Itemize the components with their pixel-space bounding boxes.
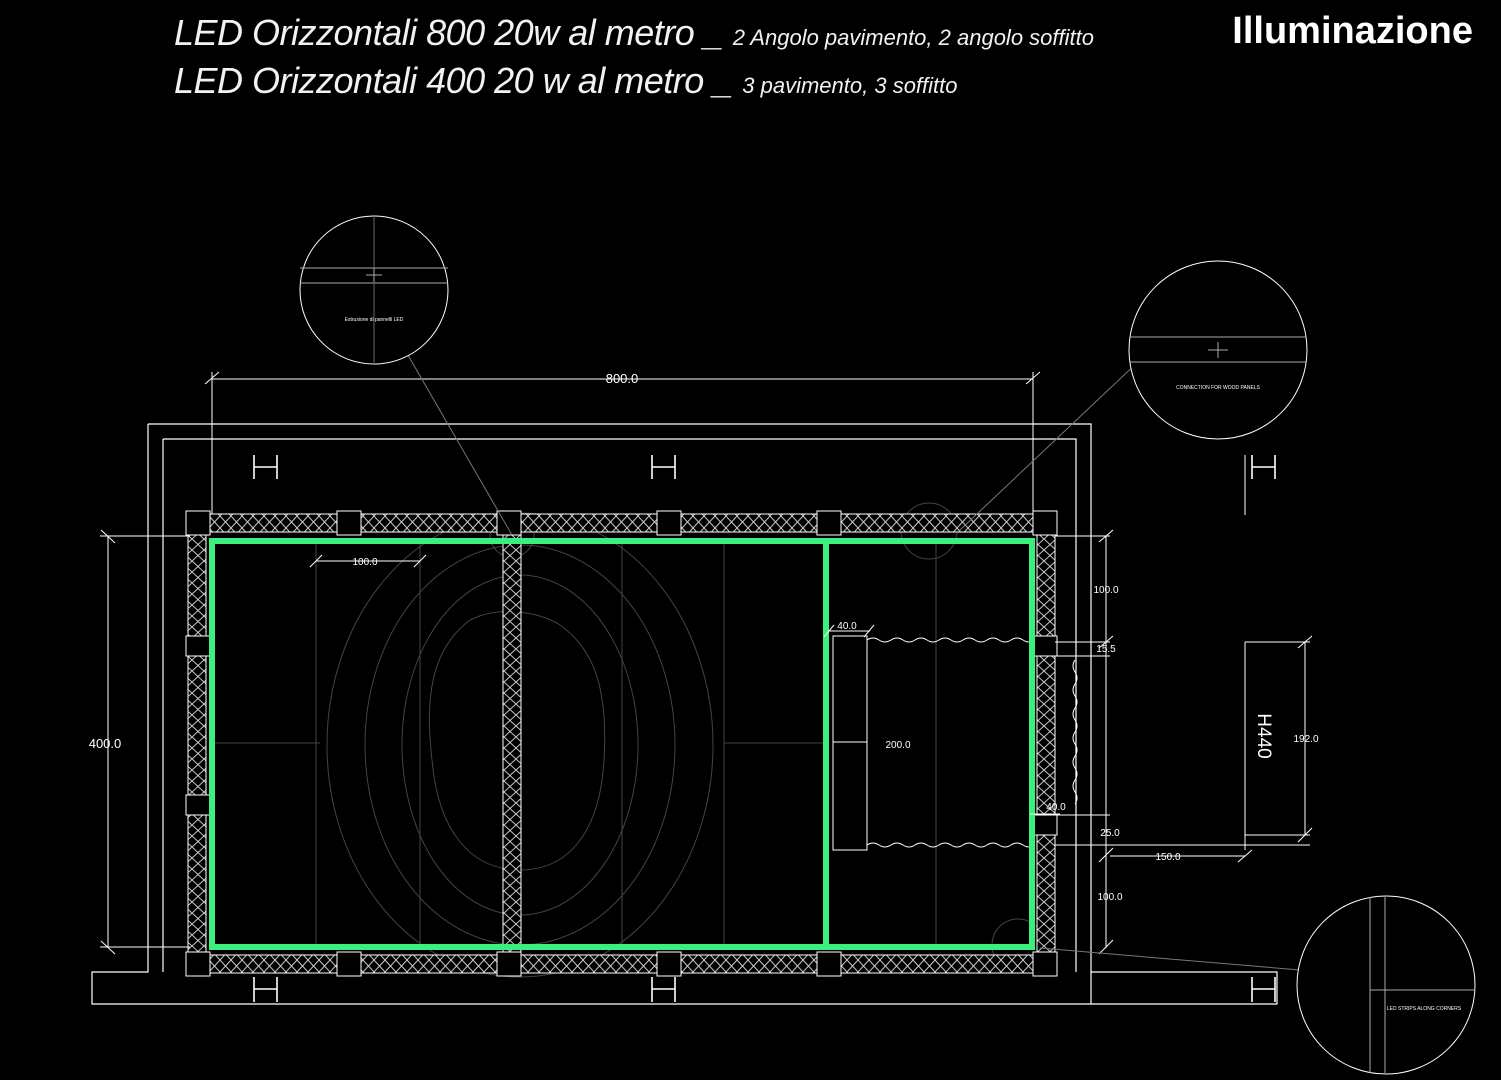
detail-circle-top-left	[299, 215, 449, 365]
header-line-1: LED Orizzontali 800 20w al metro _ 2 Ang…	[174, 12, 1094, 54]
dim-ceiling-height: H440	[1253, 713, 1274, 758]
callout-bottom-right: LED STRIPS ALONG CORNERS	[1387, 1006, 1462, 1012]
header-line-1-main: LED Orizzontali 800 20w al metro _	[174, 12, 733, 53]
header-line-2-main: LED Orizzontali 400 20 w al metro _	[174, 60, 743, 101]
header-line-2: LED Orizzontali 400 20 w al metro _ 3 pa…	[174, 60, 958, 102]
detail-leaders	[404, 349, 1301, 971]
dim-right-small-bottom: 25.0	[1100, 828, 1120, 839]
dimension-labels: 800.0 400.0 100.0 100.0 15.5 25.0 100.0 …	[89, 371, 1319, 903]
led-strips	[209, 538, 1035, 950]
callout-labels: Estrusione di pannelli LED CONNECTION FO…	[345, 317, 1462, 1012]
dim-door-width: 200.0	[885, 740, 910, 751]
dim-right-small-top: 15.5	[1096, 644, 1116, 655]
header-line-1-note: 2 Angolo pavimento, 2 angolo soffitto	[732, 25, 1094, 50]
faint-background-geometry	[212, 502, 1045, 978]
dim-right-bottom: 100.0	[1097, 892, 1122, 903]
dim-door-offset-top: 40.0	[837, 621, 857, 632]
column-markers	[253, 455, 1276, 1002]
callout-top-right: CONNECTION FOR WOOD PANELS	[1176, 385, 1260, 391]
callout-top-left: Estrusione di pannelli LED	[345, 317, 404, 323]
dim-right-top: 100.0	[1093, 585, 1118, 596]
page-title: Illuminazione	[1232, 10, 1473, 52]
dim-door-offset-bottom: 40.0	[1046, 802, 1066, 813]
outer-wall	[91, 423, 1278, 1005]
dimension-lines	[100, 371, 1313, 955]
detail-circle-top-right	[1128, 260, 1308, 440]
header-line-2-note: 3 pavimento, 3 soffitto	[742, 73, 958, 98]
dim-opening-height: 192.0	[1293, 734, 1318, 745]
dim-height: 400.0	[89, 736, 122, 751]
dim-opening-depth: 150.0	[1155, 852, 1180, 863]
detail-circle-bottom-right	[1296, 895, 1476, 1075]
led-strip-perimeter	[209, 538, 1035, 950]
dim-module: 100.0	[352, 557, 377, 568]
dim-width: 800.0	[606, 371, 639, 386]
